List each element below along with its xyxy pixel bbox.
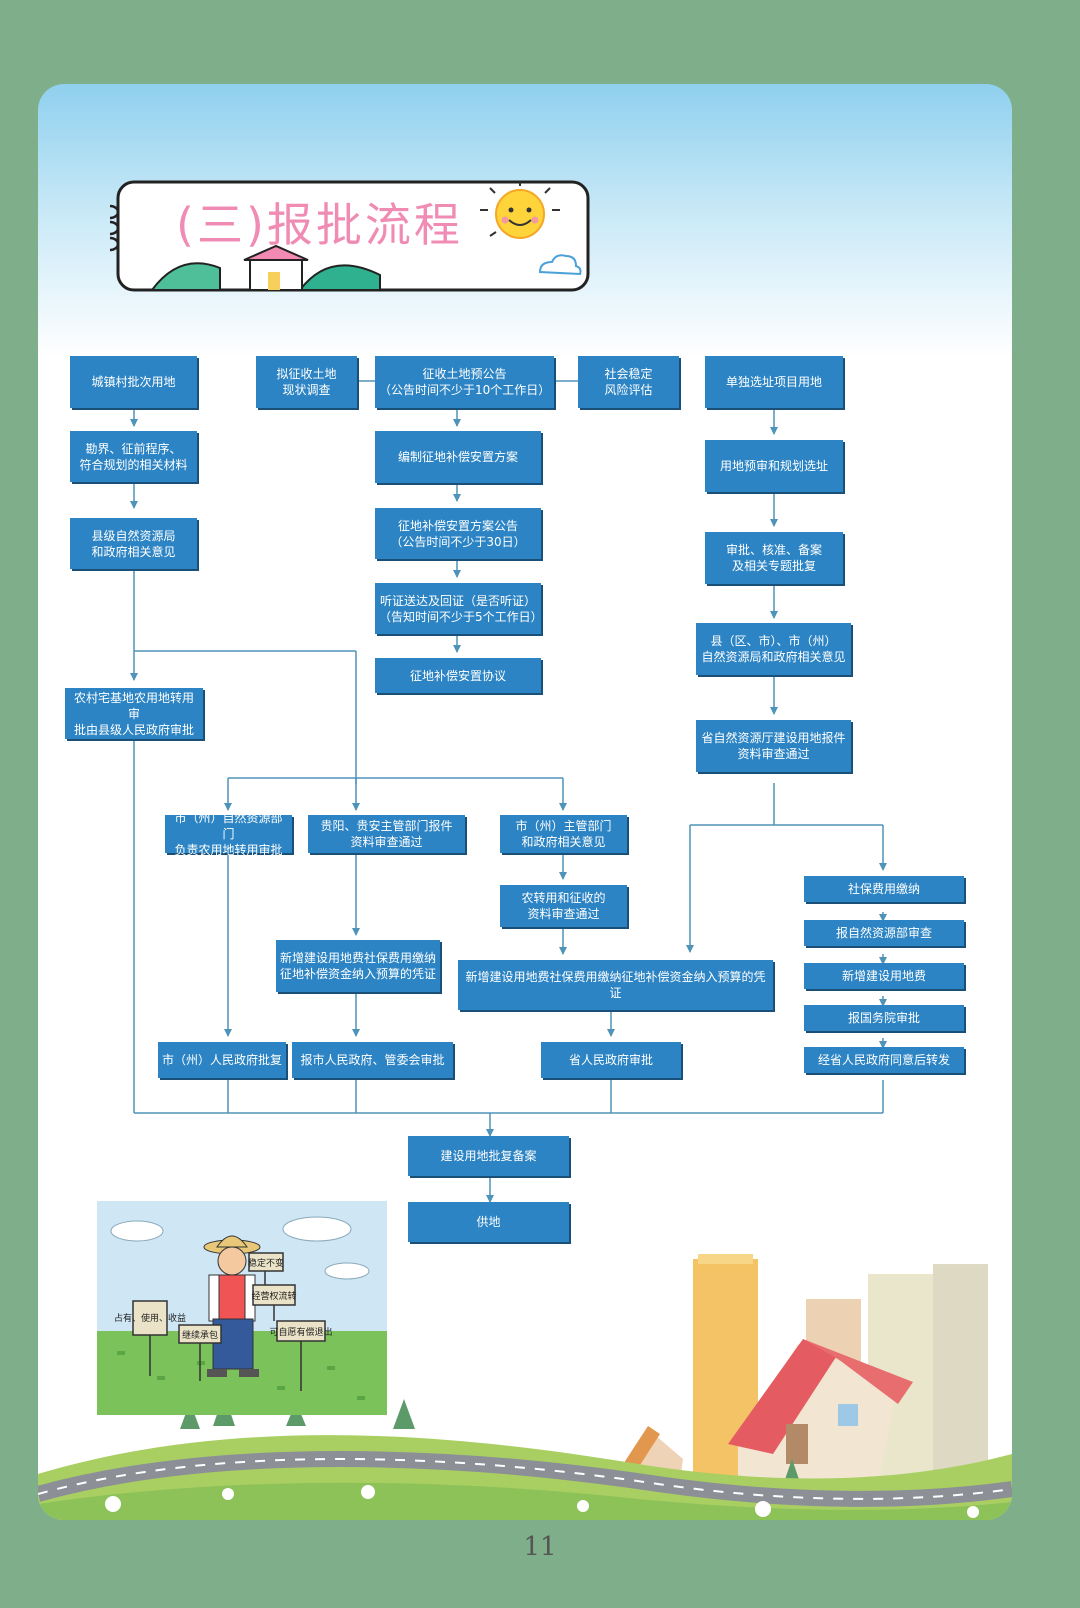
flow-node: 征地补偿安置方案公告 （公告时间不少于30日） [375,508,541,559]
cloud-icon [538,254,582,276]
flow-node: 用地预审和规划选址 [705,440,843,492]
spiral-binding-icon [110,204,120,252]
flow-node: 省人民政府审批 [541,1042,681,1078]
flow-node: 听证送达及回证（是否听证） （告知时间不少于5个工作日） [375,583,543,634]
flow-node: 农村宅基地农用地转用审 批由县级人民政府审批 [65,688,203,739]
flow-node: 新增建设用地费社保费用缴纳征地补偿资金纳入预算的凭证 [458,960,773,1010]
flow-node: 建设用地批复备案 [408,1136,569,1176]
flow-node: 县级自然资源局 和政府相关意见 [70,518,197,569]
farmer-illustration: 稳定不变 经营权流转 占有、使用、收益 继续承包 可自愿有偿退出 [97,1201,387,1415]
page-number: 11 [523,1532,557,1562]
sign-label: 可自愿有偿退出 [269,1326,332,1338]
flow-node: 拟征收土地 现状调查 [256,356,357,408]
flow-node: 市（州）自然资源部门 负责农用地转用审批 [165,811,292,857]
flow-node: 新增建设用地费 [804,963,964,989]
title-banner [110,180,590,292]
farmer-figure [203,1235,261,1377]
background-scene [38,1254,1012,1520]
flowers [105,1485,979,1518]
page-title: (三)报批流程 [176,198,463,252]
signposts [132,1252,326,1391]
flow-node: 贵阳、贵安主管部门报件 资料审查通过 [308,815,465,853]
flow-node: 县（区、市）、市（州） 自然资源局和政府相关意见 [696,623,851,675]
sun-icon [480,182,560,239]
road-line [38,1458,1012,1500]
flow-node: 征地补偿安置协议 [375,658,541,693]
flow-node: 城镇村批次用地 [70,356,197,408]
flow-node: 报国务院审批 [804,1005,964,1031]
flow-node: 市（州）人民政府批复 [158,1042,286,1078]
flow-node: 市（州）主管部门 和政府相关意见 [500,815,627,853]
flow-node: 供地 [408,1202,569,1242]
sign-label: 继续承包 [182,1329,218,1341]
flow-node: 审批、核准、备案 及相关专题批复 [705,532,843,584]
sign-label: 稳定不变 [248,1257,284,1269]
flow-node: 社保费用缴纳 [804,876,964,902]
flow-node: 经省人民政府同意后转发 [804,1047,964,1073]
flow-node: 报市人民政府、管委会审批 [292,1042,453,1078]
flow-node: 省自然资源厅建设用地报件 资料审查通过 [696,720,851,772]
flow-node: 社会稳定 风险评估 [578,356,679,408]
flow-node: 征收土地预公告 （公告时间不少于10个工作日） [375,356,554,408]
flow-node: 勘界、征前程序、 符合规划的相关材料 [70,431,197,482]
flow-node: 农转用和征收的 资料审查通过 [500,885,627,927]
flow-node: 单独选址项目用地 [705,356,843,408]
house-hills-icon [150,244,381,291]
page-card: (三)报批流程 [38,84,1012,1520]
flowchart-connectors [130,380,887,1203]
flow-node: 报自然资源部审查 [804,920,964,946]
sign-label: 经营权流转 [251,1290,296,1302]
sign-label: 占有、使用、收益 [114,1312,186,1324]
flow-node: 编制征地补偿安置方案 [375,431,541,483]
flow-node: 新增建设用地费社保费用缴纳 征地补偿资金纳入预算的凭证 [276,940,440,992]
